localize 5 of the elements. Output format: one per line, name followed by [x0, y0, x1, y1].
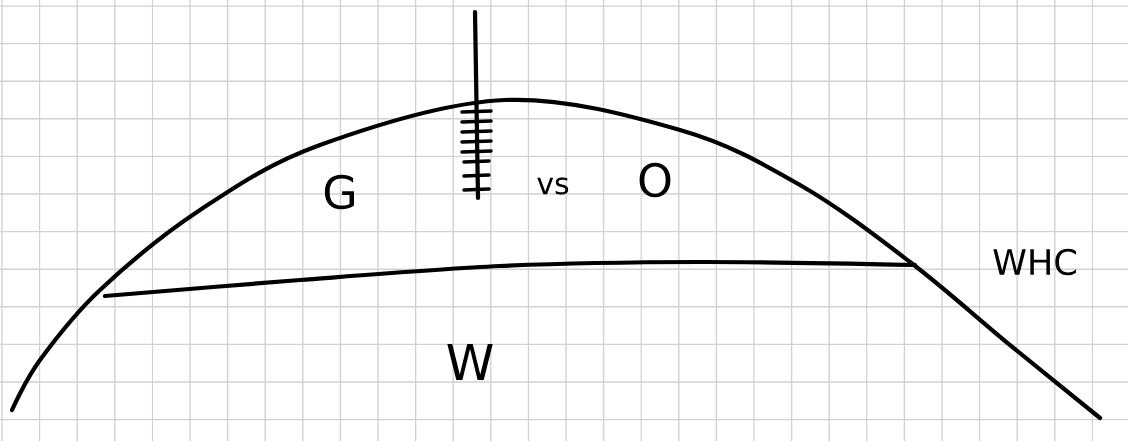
handwritten-label: vs	[537, 177, 569, 195]
handwritten-label: O	[639, 162, 671, 198]
handwritten-label: WHC	[993, 248, 1076, 276]
handwritten-label: W	[447, 344, 493, 380]
handwritten-label: G	[324, 174, 354, 210]
